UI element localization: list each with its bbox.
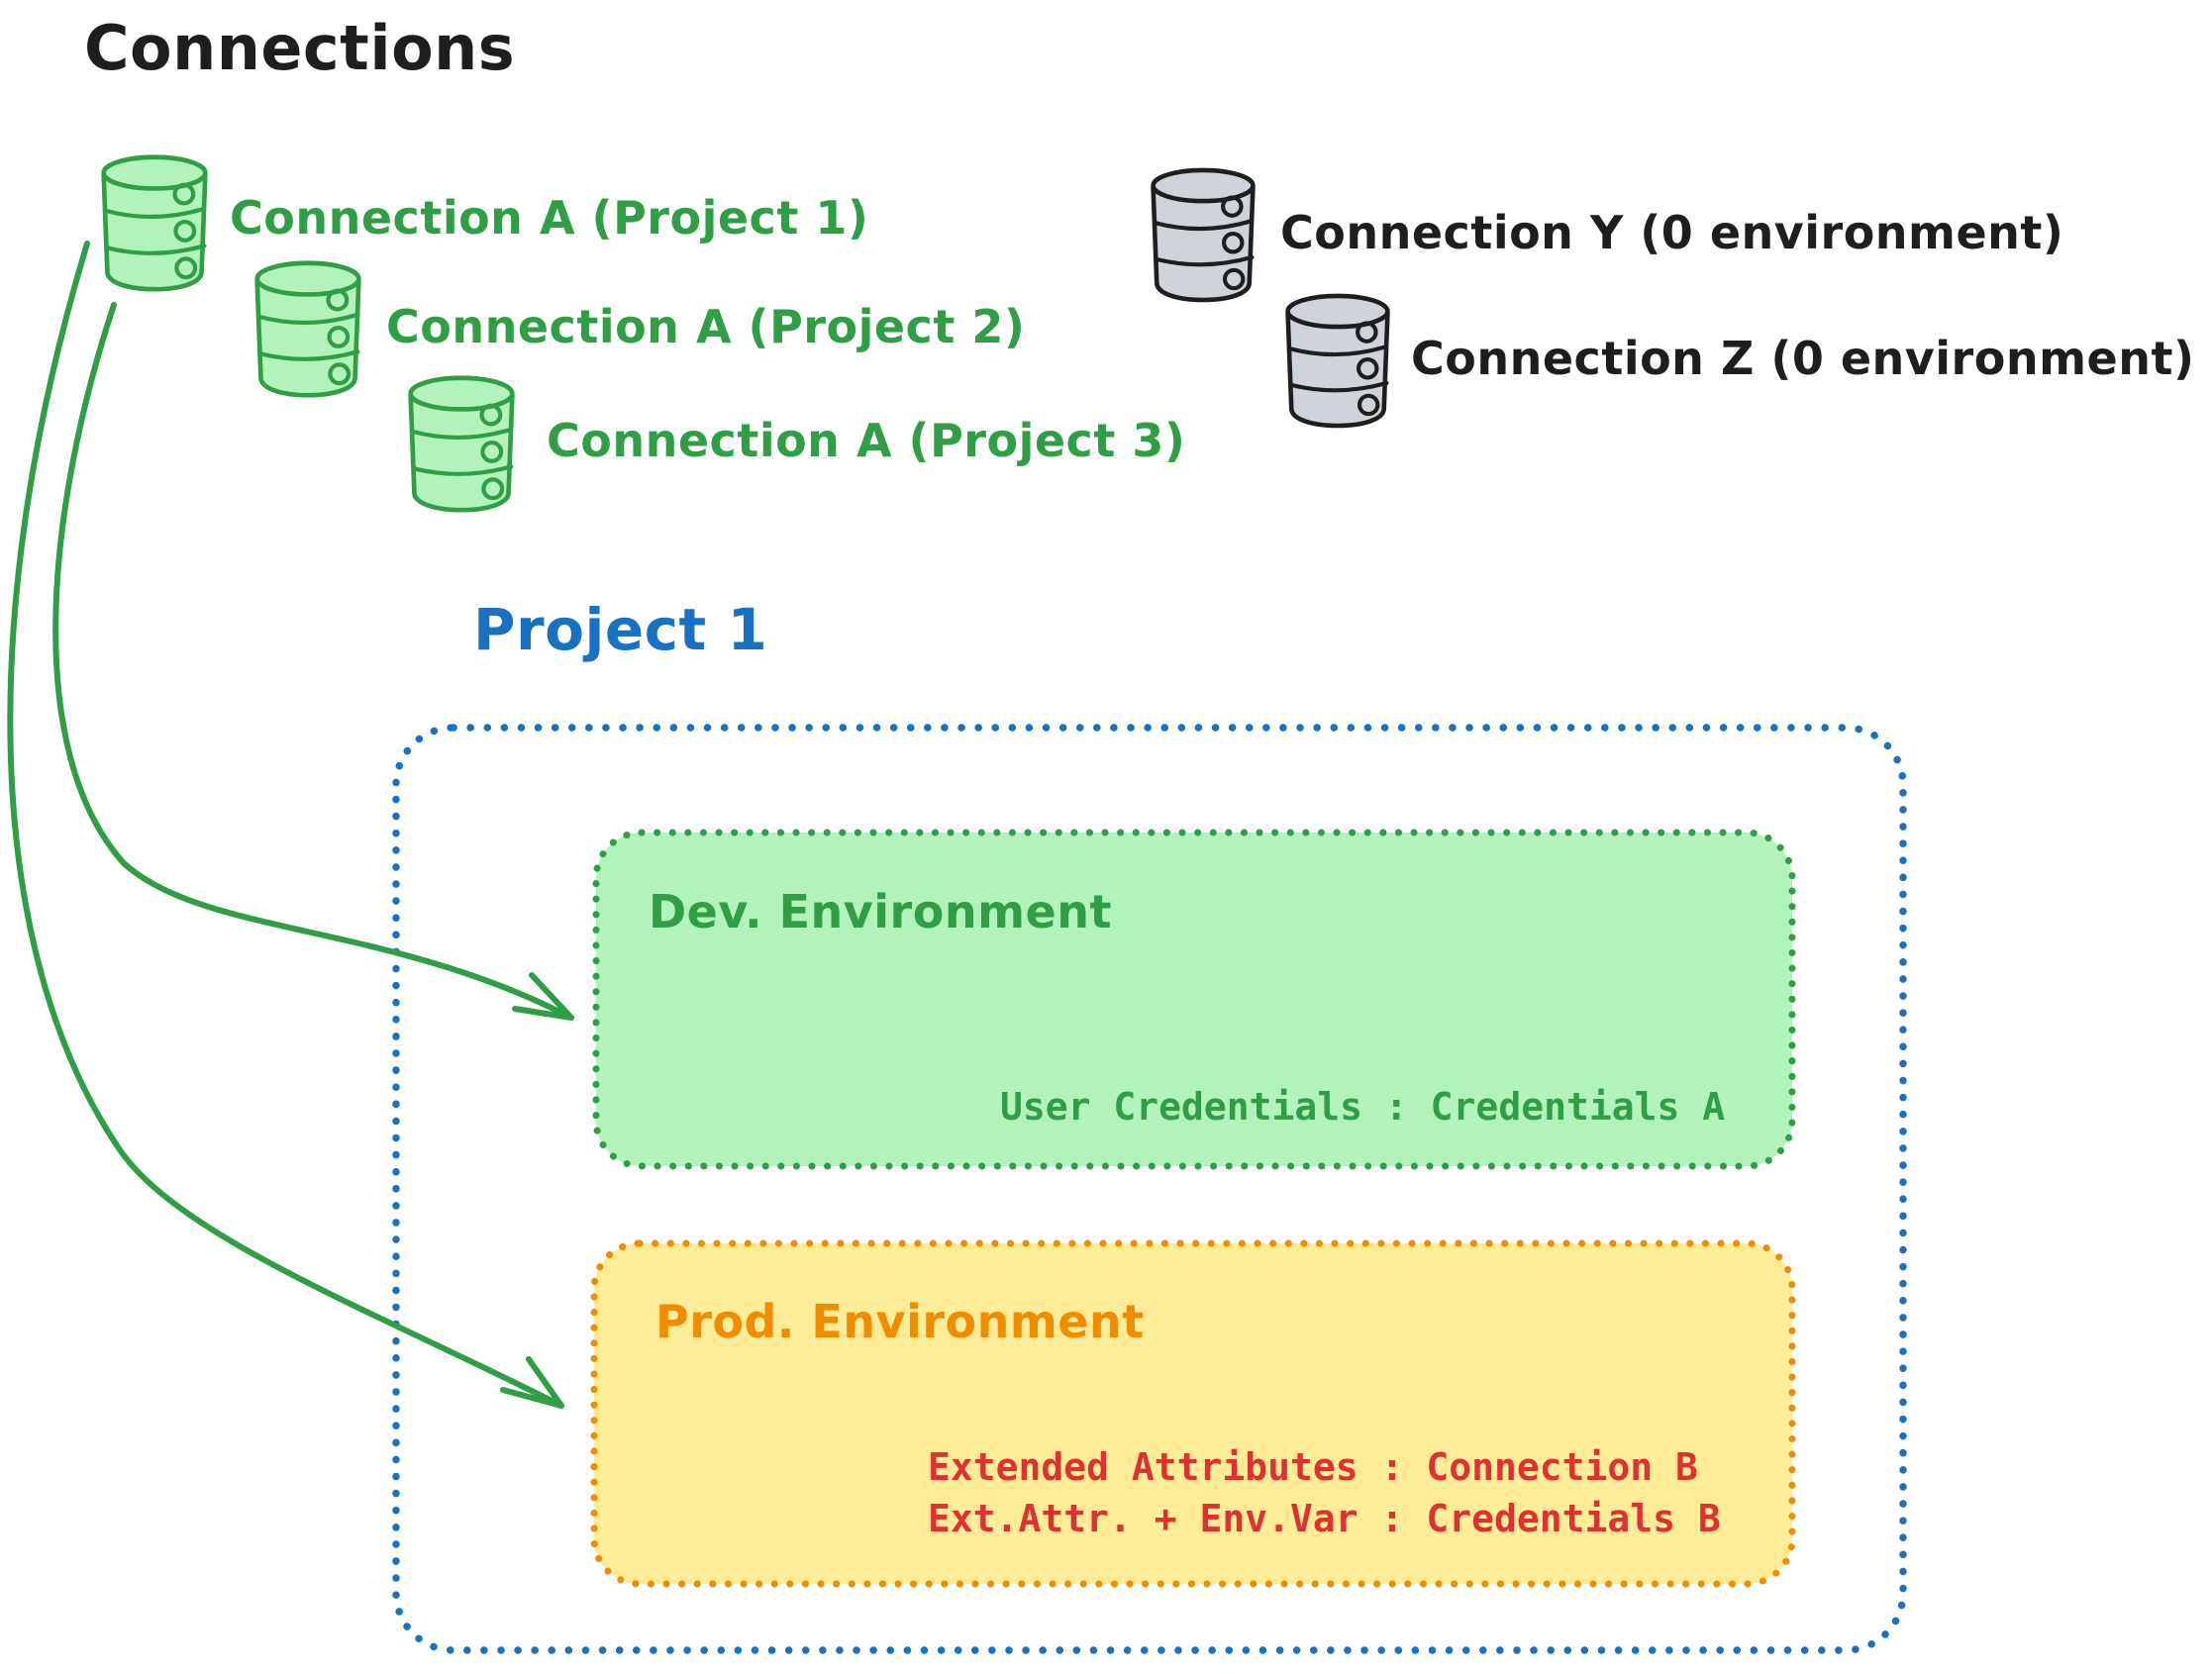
database-icon-connection-a-project-1 (103, 156, 206, 290)
arrow-to-prod-environment (7, 241, 564, 1409)
connection-y-label: Connection Y (0 environment) (1280, 206, 2064, 259)
prod-mapping-line-1: Extended Attributes : Connection B (928, 1445, 1698, 1489)
connection-a-project-2-label: Connection A (Project 2) (386, 300, 1026, 353)
project-1-container-box (392, 724, 1907, 1654)
connection-a-project-1-label: Connection A (Project 1) (230, 191, 869, 245)
prod-environment-box (590, 1239, 1796, 1588)
connection-z-label: Connection Z (0 environment) (1411, 332, 2195, 385)
diagram-title: Connections (84, 12, 516, 84)
arrow-to-dev-environment (52, 302, 574, 1021)
dev-environment-box (592, 829, 1796, 1170)
dev-credentials-text: User Credentials : Credentials A (1000, 1085, 1726, 1129)
project-1-title: Project 1 (473, 596, 768, 663)
database-icon-connection-a-project-2 (256, 262, 359, 396)
database-icon-connection-a-project-3 (410, 377, 513, 511)
database-icon-connection-z (1287, 295, 1388, 426)
arrowhead (512, 972, 574, 1021)
dev-environment-title: Dev. Environment (649, 885, 1112, 938)
arrowhead (500, 1356, 564, 1409)
prod-environment-title: Prod. Environment (655, 1295, 1145, 1348)
connection-a-project-3-label: Connection A (Project 3) (547, 414, 1186, 467)
prod-mapping-line-2: Ext.Attr. + Env.Var : Credentials B (928, 1497, 1721, 1540)
database-icon-connection-y (1153, 169, 1254, 300)
